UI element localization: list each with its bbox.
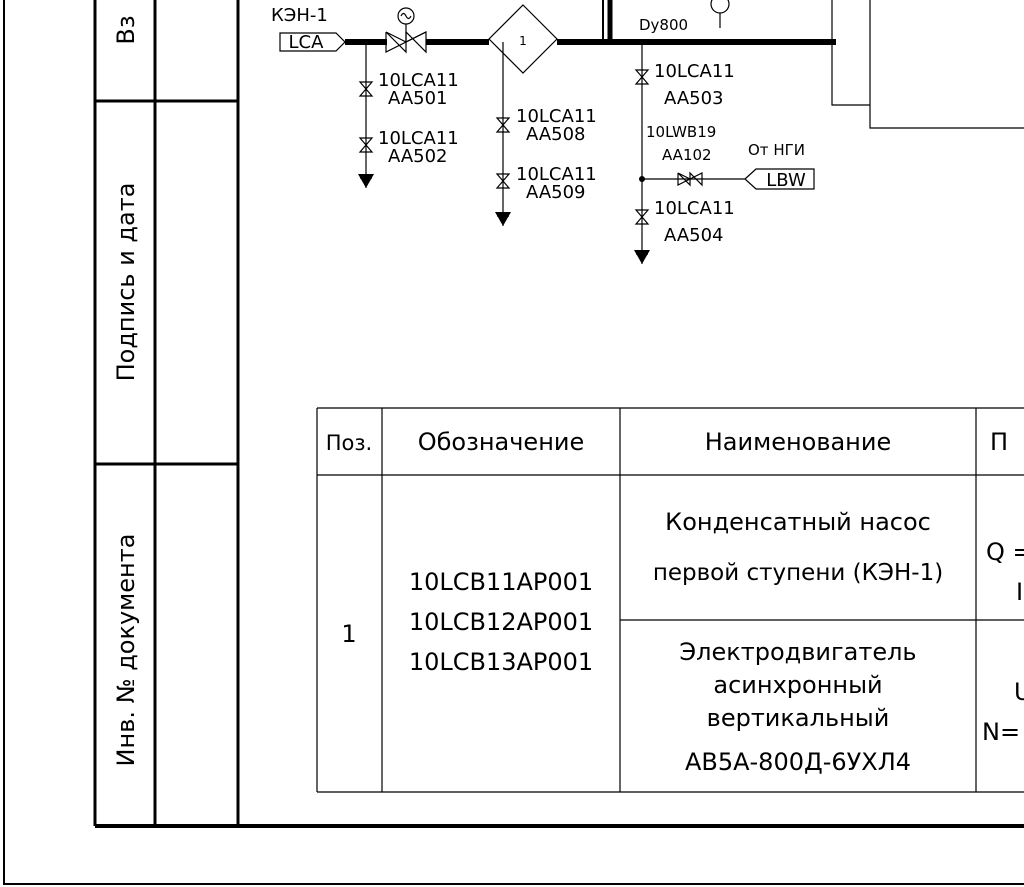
node-number: 1 [519,34,527,48]
name-motor-line3: вертикальный [707,704,890,732]
side-sign-date: Подпись и дата [112,183,140,382]
sheet-outer-frame [3,0,1024,885]
name-motor-line2: асинхронный [713,671,882,699]
motor-valve-icon [385,7,427,54]
param-motor-2: N= [982,718,1020,746]
right-line-2 [869,0,1024,129]
pipe-dn-label: Dy800 [639,16,688,34]
drain-arrow-icon [495,212,511,226]
header-designation: Обозначение [418,428,585,456]
header-name: Наименование [705,428,892,456]
label-aa502-a: 10LCA11 [378,128,459,149]
label-aa102-a: 10LWB19 [646,123,716,141]
name-pump-line2: первой ступени (КЭН-1) [653,560,943,586]
label-aa503-a: 10LCA11 [654,61,735,82]
header-params: П [990,428,1008,456]
name-pump-line1: Конденсатный насос [665,508,931,536]
label-aa503-b: AA503 [664,88,723,109]
spec-table [316,407,1024,793]
row-pos: 1 [341,620,356,648]
param-motor-1: U [1014,678,1024,706]
label-aa509-a: 10LCA11 [516,164,597,185]
drain-branch-1 [358,42,374,188]
instrument-circle [710,0,730,14]
label-aa102-b: AA102 [662,146,712,164]
pump-tag: КЭН-1 [271,5,328,26]
right-line-1 [831,0,870,106]
side-stamp-columns [93,0,240,826]
drain-arrow-icon [634,250,650,264]
valve-aa509-icon [495,173,511,189]
param-pump-2: I [1016,578,1023,606]
designation-2: 10LCB12AP001 [409,608,593,636]
side-stamp-rows [95,99,238,466]
valve-aa508-icon [495,117,511,133]
from-ngi-label: От НГИ [748,141,805,159]
label-aa504-b: AA504 [664,225,723,246]
node-diamond [488,4,558,74]
label-aa502-b: AA502 [388,146,447,167]
drain-arrow-icon [358,174,374,188]
label-aa509-b: AA509 [526,182,585,203]
lca-tag-box [279,32,346,52]
lbw-tag-box [744,168,815,190]
designation-3: 10LCB13AP001 [409,648,593,676]
valve-aa501-icon [358,81,374,97]
label-aa501-a: 10LCA11 [378,70,459,91]
valve-aa502-icon [358,137,374,153]
lca-tag-label: LCA [289,32,325,53]
name-motor-line1: Электродвигатель [679,638,916,666]
side-cell-top: Вз [112,15,140,44]
valve-aa503-icon [634,69,650,85]
param-pump-1: Q = [986,538,1024,566]
drain-branch-3 [634,42,745,264]
valve-aa504-icon [634,209,650,225]
label-aa504-a: 10LCA11 [654,198,735,219]
name-motor-line4: АВ5А-800Д-6УХЛ4 [685,748,911,776]
header-pos: Поз. [326,431,372,455]
label-aa508-a: 10LCA11 [516,106,597,127]
designation-1: 10LCB11AP001 [409,568,593,596]
label-aa501-b: AA501 [388,88,447,109]
drain-branch-2 [495,42,511,226]
side-inv-doc: Инв. № документа [112,534,140,767]
lbw-tag-label: LBW [766,170,806,191]
label-aa508-b: AA508 [526,124,585,145]
